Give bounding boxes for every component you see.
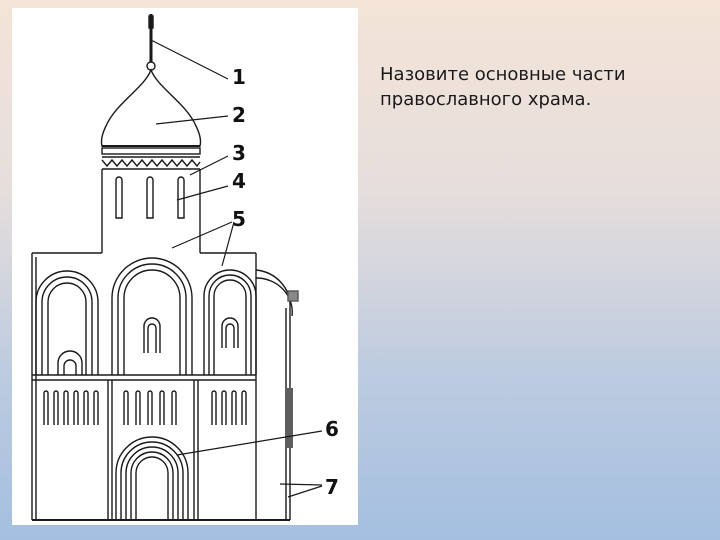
church-diagram-panel: 1 2 3 4 5 6 7: [12, 8, 358, 525]
label-1: 1: [232, 65, 246, 89]
leader-lines: [150, 39, 323, 498]
zakomaras: [35, 257, 257, 375]
label-3: 3: [232, 141, 246, 165]
label-4: 4: [232, 169, 246, 193]
dome: [100, 68, 202, 147]
arcature-belt: [43, 390, 247, 425]
church-diagram: 1 2 3 4 5 6 7: [31, 14, 339, 521]
question-text: Назовите основные части православного хр…: [380, 64, 626, 110]
apse: [255, 269, 299, 520]
label-6: 6: [325, 417, 339, 441]
drum: [101, 169, 201, 253]
label-2: 2: [232, 103, 246, 127]
drum-band: [101, 147, 201, 170]
upper-windows: [57, 317, 239, 375]
portal: [115, 436, 189, 520]
label-5: 5: [232, 207, 246, 231]
pilasters: [107, 380, 199, 520]
label-7: 7: [325, 475, 339, 499]
